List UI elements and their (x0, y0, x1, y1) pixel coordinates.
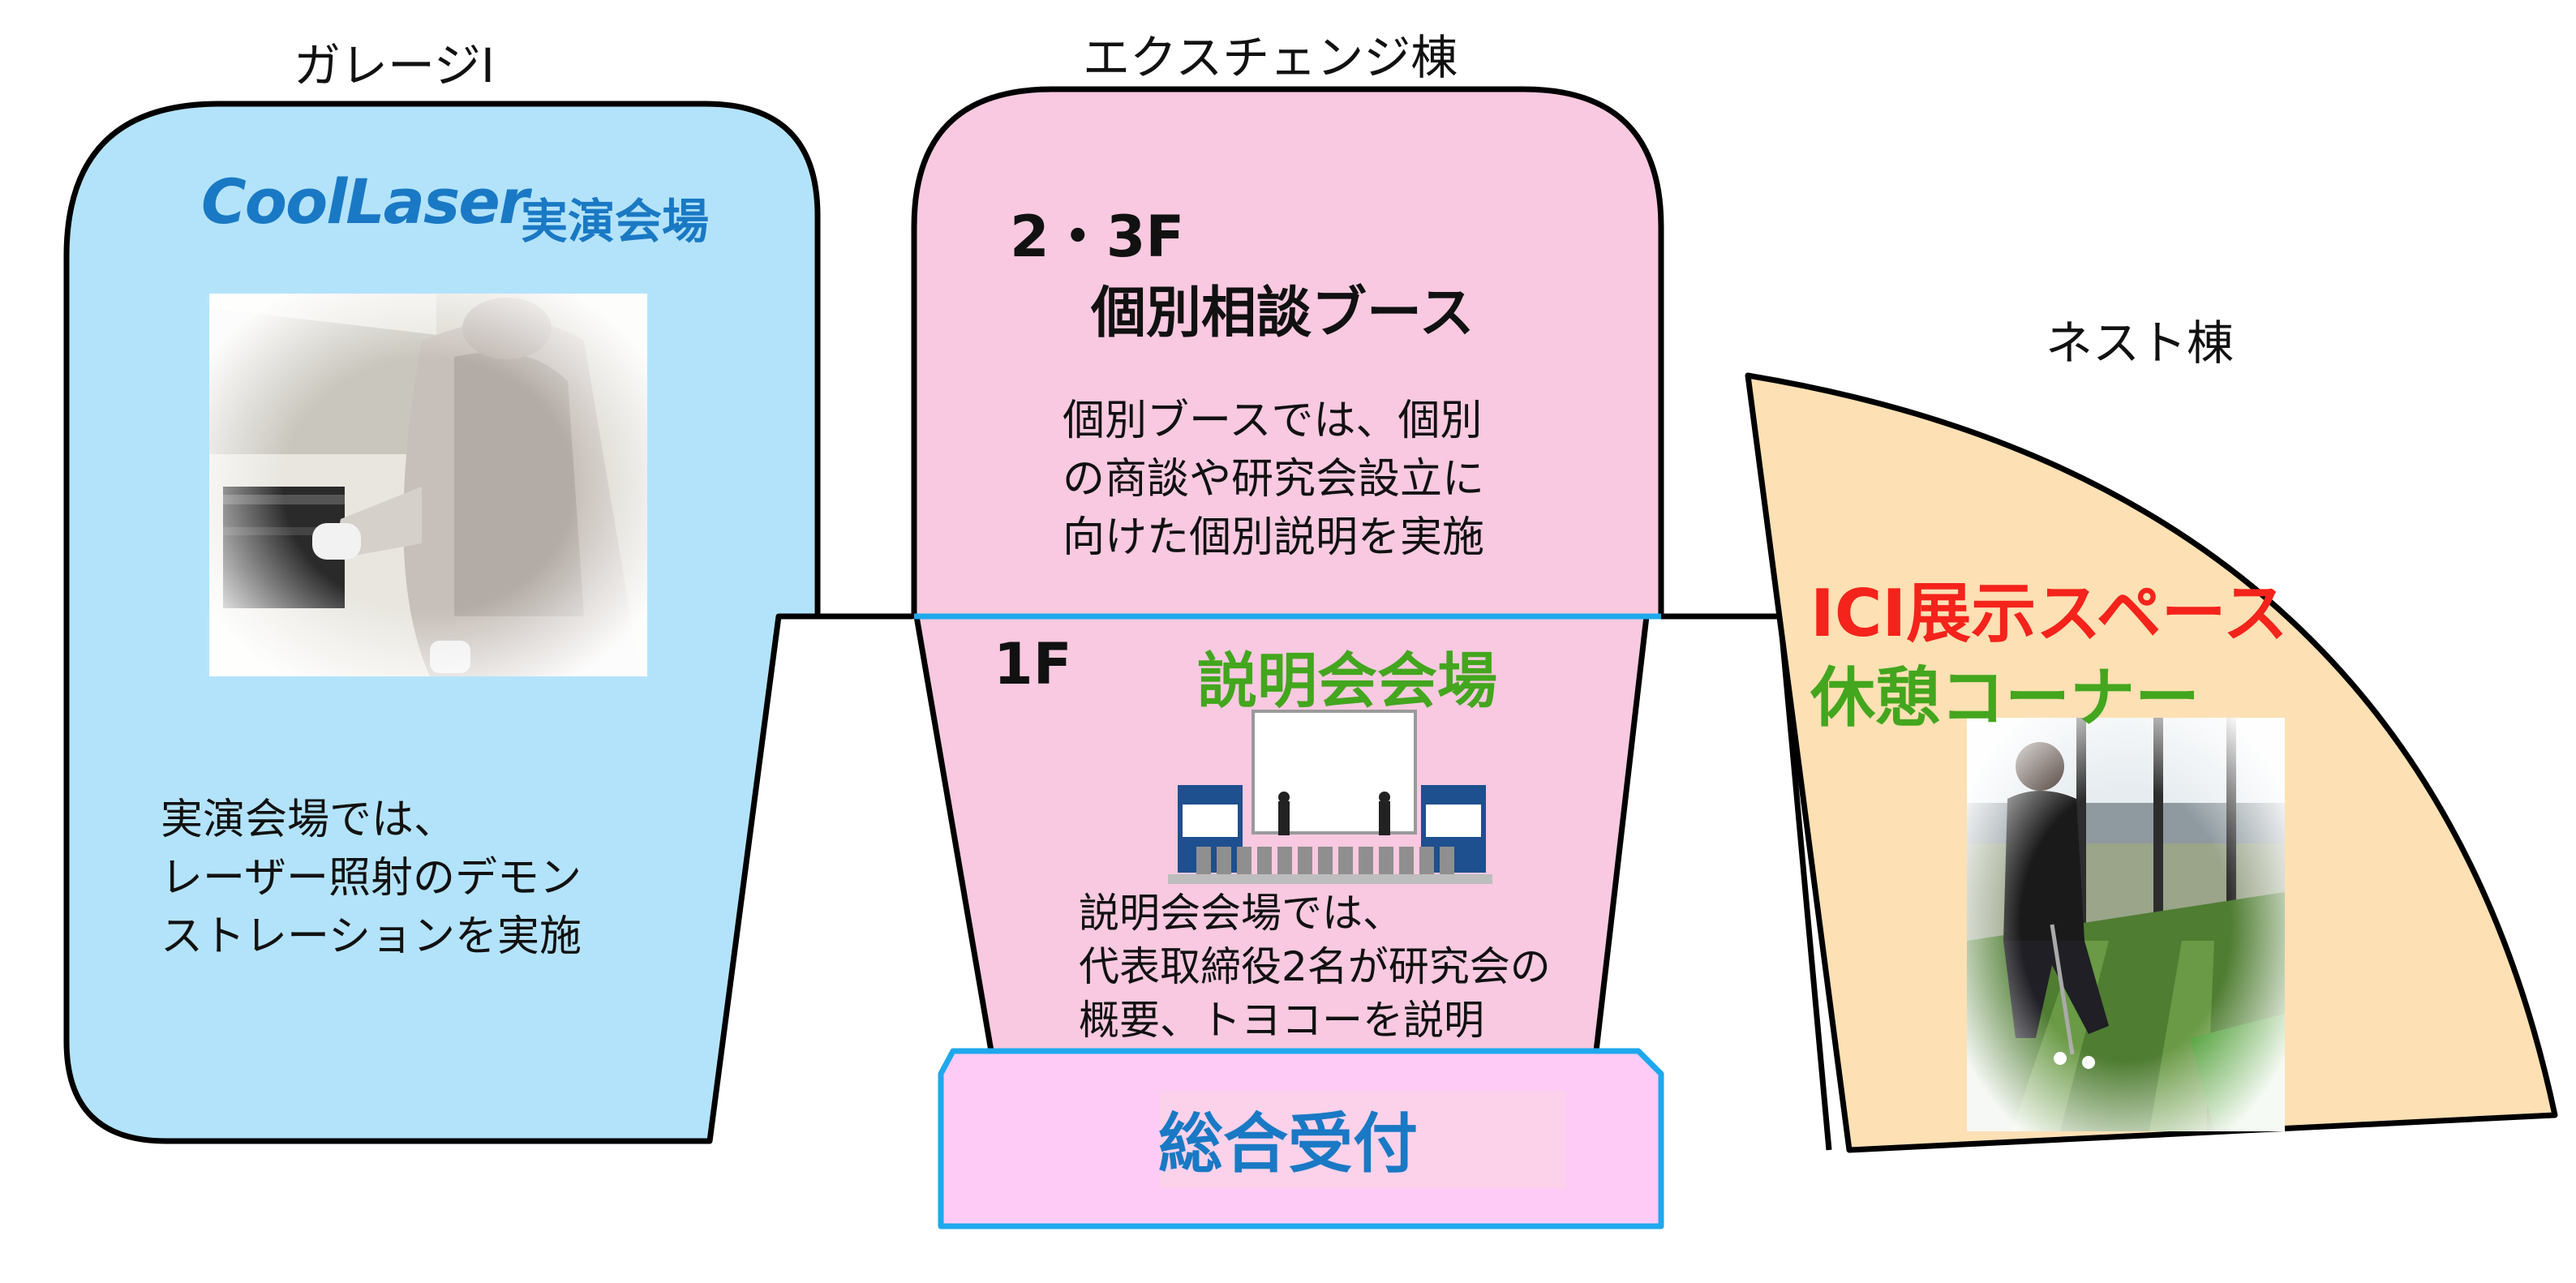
upper-floor-label: 2・3F (1010, 204, 1185, 270)
seminar-description-line-2: 代表取締役2名が研究会の (1079, 943, 1551, 990)
exchange-building-label: エクスチェンジ棟 (1083, 30, 1458, 85)
reception-label: 総合受付 (1158, 1106, 1418, 1182)
seminar-description-line-3: 概要、トヨコーを説明 (1079, 997, 1484, 1044)
rest-corner-title: 休憩コーナー (1810, 660, 2200, 736)
seminar-hall-title: 説明会会場 (1197, 646, 1497, 716)
consultation-booth-title: 個別相談ブース (1091, 281, 1475, 345)
seminar-hall-illustration (1168, 710, 1492, 884)
garage-description-line-1: 実演会場では、 (161, 796, 457, 844)
demo-venue-label: 実演会場 (521, 194, 710, 249)
garage-building-label: ガレージⅠ (294, 38, 495, 93)
ground-floor-label: 1F (994, 631, 1072, 697)
ici-exhibit-title: ICI展示スペース (1810, 576, 2288, 651)
coollaser-logo: CoolLaser (201, 165, 529, 238)
booth-description-line-1: 個別ブースでは、個別 (1063, 397, 1483, 445)
nest-building-label: ネスト棟 (2046, 315, 2235, 371)
booth-description-line-3: 向けた個別説明を実施 (1063, 513, 1485, 562)
seminar-description-line-1: 説明会会場では、 (1079, 890, 1403, 937)
reception-label-backdrop (1160, 1091, 1565, 1188)
exchange-upper-floor (911, 86, 1664, 620)
garage-description-line-2: レーザー照射のデモン (161, 854, 582, 903)
golf-putting-photo (1967, 718, 2285, 1131)
laser-demo-photo (209, 294, 647, 676)
booth-description-line-2: の商談や研究会設立に (1063, 455, 1485, 504)
garage-description-line-3: ストレーションを実施 (161, 912, 582, 961)
